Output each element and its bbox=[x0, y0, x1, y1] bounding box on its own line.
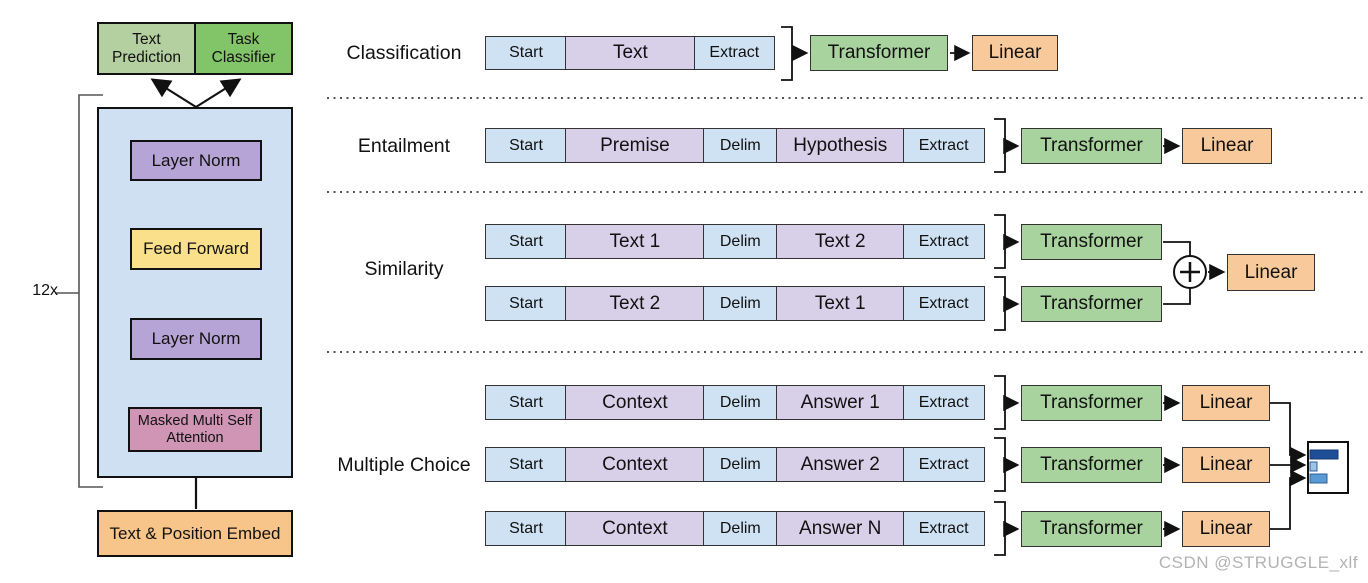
token-cell: Delim bbox=[702, 224, 778, 259]
watermark-text: CSDN @STRUGGLE_xlf bbox=[1158, 553, 1358, 572]
layer-norm-label: Layer Norm bbox=[151, 150, 241, 170]
input-sequence-bar: Start Text 1 Delim Text 2 Extract bbox=[485, 224, 985, 259]
token-cell: Delim bbox=[702, 128, 778, 163]
token-cell: Delim bbox=[702, 385, 778, 420]
layer-norm-bottom-block: Layer Norm bbox=[130, 318, 262, 360]
input-sequence-bar: Start Text Extract bbox=[485, 36, 775, 70]
content-cell: Context bbox=[565, 447, 705, 482]
token-cell: Start bbox=[485, 224, 567, 259]
content-cell: Text bbox=[565, 36, 696, 70]
linear-box: Linear bbox=[972, 35, 1058, 71]
transformer-box: Transformer bbox=[1021, 128, 1162, 164]
content-cell: Premise bbox=[565, 128, 705, 163]
section-separators bbox=[327, 97, 1366, 353]
linear-box: Linear bbox=[1182, 511, 1270, 547]
content-cell: Context bbox=[565, 511, 705, 546]
masked-attention-block: Masked Multi Self Attention bbox=[128, 407, 262, 452]
transformer-box: Transformer bbox=[1021, 224, 1162, 260]
task-label-similarity: Similarity bbox=[364, 258, 444, 280]
bracket-icon bbox=[781, 26, 793, 81]
repeat-count-label: 12x bbox=[32, 282, 58, 299]
token-cell: Extract bbox=[902, 511, 985, 546]
embedding-label: Text & Position Embed bbox=[109, 523, 281, 543]
task-label-classification: Classification bbox=[346, 42, 462, 64]
feed-forward-label: Feed Forward bbox=[143, 239, 249, 259]
input-sequence-bar: Start Text 2 Delim Text 1 Extract bbox=[485, 286, 985, 321]
token-cell: Extract bbox=[693, 36, 775, 70]
bracket-icon bbox=[994, 276, 1006, 331]
bracket-icon bbox=[994, 118, 1006, 173]
content-cell: Answer 1 bbox=[776, 385, 905, 420]
input-sequence-bar: Start Context Delim Answer N Extract bbox=[485, 511, 985, 546]
content-cell: Answer N bbox=[776, 511, 905, 546]
task-label-entailment: Entailment bbox=[357, 135, 451, 157]
token-cell: Start bbox=[485, 385, 567, 420]
token-cell: Delim bbox=[702, 286, 778, 321]
task-classifier-label: Task Classifier bbox=[211, 30, 276, 66]
layer-norm-top-block: Layer Norm bbox=[130, 140, 262, 181]
embedding-block: Text & Position Embed bbox=[97, 510, 293, 557]
bracket-icon bbox=[994, 501, 1006, 556]
text-prediction-head: Text Prediction bbox=[97, 22, 196, 75]
token-cell: Start bbox=[485, 286, 567, 321]
linear-box: Linear bbox=[1227, 254, 1315, 291]
task-classifier-head: Task Classifier bbox=[194, 22, 293, 75]
input-sequence-bar: Start Context Delim Answer 1 Extract bbox=[485, 385, 985, 420]
transformer-box: Transformer bbox=[1021, 447, 1162, 483]
content-cell: Context bbox=[565, 385, 705, 420]
task-label-multiple-choice: Multiple Choice bbox=[337, 454, 471, 476]
pipeline-arrows bbox=[792, 44, 1307, 538]
content-cell: Text 2 bbox=[776, 224, 905, 259]
content-cell: Text 1 bbox=[776, 286, 905, 321]
linear-box: Linear bbox=[1182, 385, 1270, 421]
token-cell: Delim bbox=[702, 447, 778, 482]
answer-distribution-chart-icon bbox=[1307, 441, 1349, 494]
content-cell: Answer 2 bbox=[776, 447, 905, 482]
token-cell: Extract bbox=[902, 128, 985, 163]
layer-norm-label: Layer Norm bbox=[151, 329, 241, 349]
token-cell: Extract bbox=[902, 224, 985, 259]
token-cell: Extract bbox=[902, 385, 985, 420]
token-cell: Extract bbox=[902, 447, 985, 482]
feed-forward-block: Feed Forward bbox=[130, 228, 262, 270]
masked-attention-label: Masked Multi Self Attention bbox=[137, 412, 253, 446]
repeat-bracket-icon bbox=[55, 94, 103, 488]
content-cell: Text 2 bbox=[565, 286, 705, 321]
token-cell: Start bbox=[485, 511, 567, 546]
content-cell: Hypothesis bbox=[776, 128, 905, 163]
transformer-box: Transformer bbox=[1021, 286, 1162, 322]
token-cell: Start bbox=[485, 447, 567, 482]
input-sequence-bar: Start Premise Delim Hypothesis Extract bbox=[485, 128, 985, 163]
input-sequence-bar: Start Context Delim Answer 2 Extract bbox=[485, 447, 985, 482]
text-prediction-label: Text Prediction bbox=[112, 30, 181, 66]
bracket-icon bbox=[994, 437, 1006, 492]
transformer-box: Transformer bbox=[810, 35, 948, 71]
bracket-icon bbox=[994, 214, 1006, 269]
linear-box: Linear bbox=[1182, 128, 1272, 164]
linear-box: Linear bbox=[1182, 447, 1270, 483]
transformer-box: Transformer bbox=[1021, 385, 1162, 421]
bracket-icon bbox=[994, 375, 1006, 430]
token-cell: Start bbox=[485, 128, 567, 163]
token-cell: Start bbox=[485, 36, 567, 70]
content-cell: Text 1 bbox=[565, 224, 705, 259]
token-cell: Delim bbox=[702, 511, 778, 546]
plus-circle-icon bbox=[1173, 255, 1207, 289]
transformer-box: Transformer bbox=[1021, 511, 1162, 547]
token-cell: Extract bbox=[902, 286, 985, 321]
